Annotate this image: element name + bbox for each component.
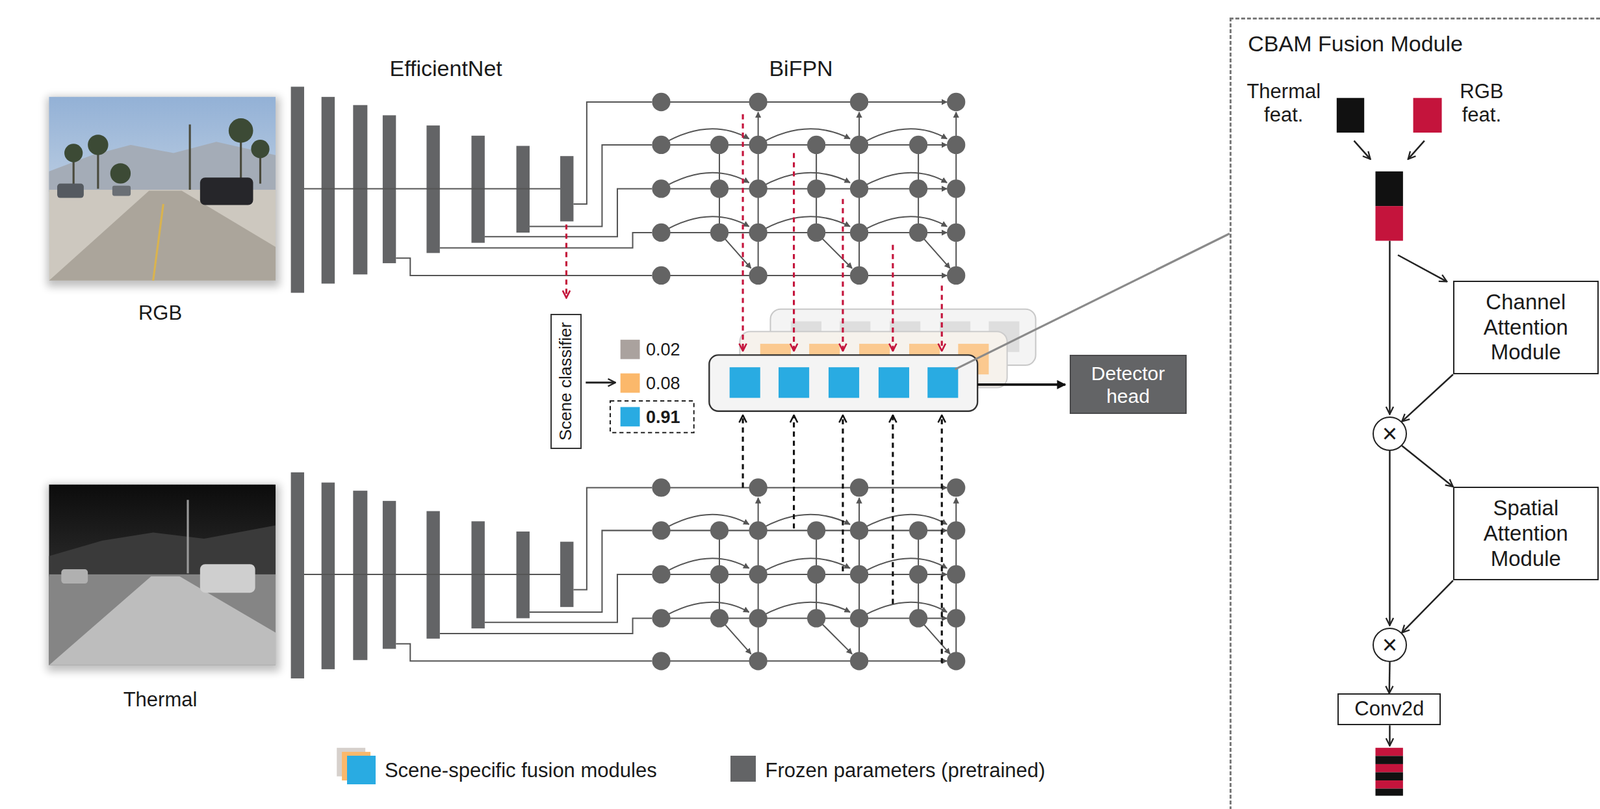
attention-box: Channel Attention Module	[1453, 280, 1599, 375]
node-label: Channel Attention Module	[1459, 289, 1593, 366]
diagram-label: 0.02	[645, 339, 681, 361]
multiply-circle: ×	[1372, 627, 1407, 663]
node-label: Spatial Attention Module	[1459, 495, 1593, 572]
arrow-connector	[1401, 580, 1454, 633]
legend-text: Frozen parameters (pretrained)	[765, 759, 1046, 783]
diagram-label: Thermal	[123, 688, 198, 712]
detector-head-box: Detector head	[1069, 354, 1188, 414]
diagram-label: Thermal feat.	[1238, 79, 1330, 127]
node-label: ×	[1382, 631, 1398, 658]
multiply-circle: ×	[1372, 416, 1407, 452]
classifier-box: Scene classifier	[550, 313, 582, 450]
diagram-label: EfficientNet	[389, 55, 503, 82]
attention-box: Spatial Attention Module	[1453, 486, 1599, 581]
node-label: CBAM Fusion Module	[1247, 31, 1463, 57]
node-label: Detector head	[1076, 361, 1181, 409]
conv-box: Conv2d	[1337, 693, 1441, 726]
arrow-connector	[1388, 662, 1391, 694]
cbam-panel: CBAM Fusion ModuleChannel Attention Modu…	[1229, 17, 1600, 809]
diagram-label: RGB feat.	[1449, 79, 1515, 127]
diagram-label: RGB	[138, 301, 182, 325]
diagram-label: BiFPN	[768, 55, 833, 82]
arrow-connector	[1401, 374, 1454, 422]
legend-text: Scene-specific fusion modules	[384, 759, 658, 783]
diagram-label: 0.08	[645, 373, 681, 394]
node-label: Scene classifier	[556, 322, 576, 441]
legend-swatch	[730, 755, 756, 782]
node-label: Conv2d	[1354, 697, 1424, 722]
arrow-connector	[1401, 445, 1454, 487]
node-label: ×	[1382, 420, 1398, 447]
diagram-label: 0.91	[645, 407, 681, 428]
legend-swatch	[347, 755, 376, 785]
